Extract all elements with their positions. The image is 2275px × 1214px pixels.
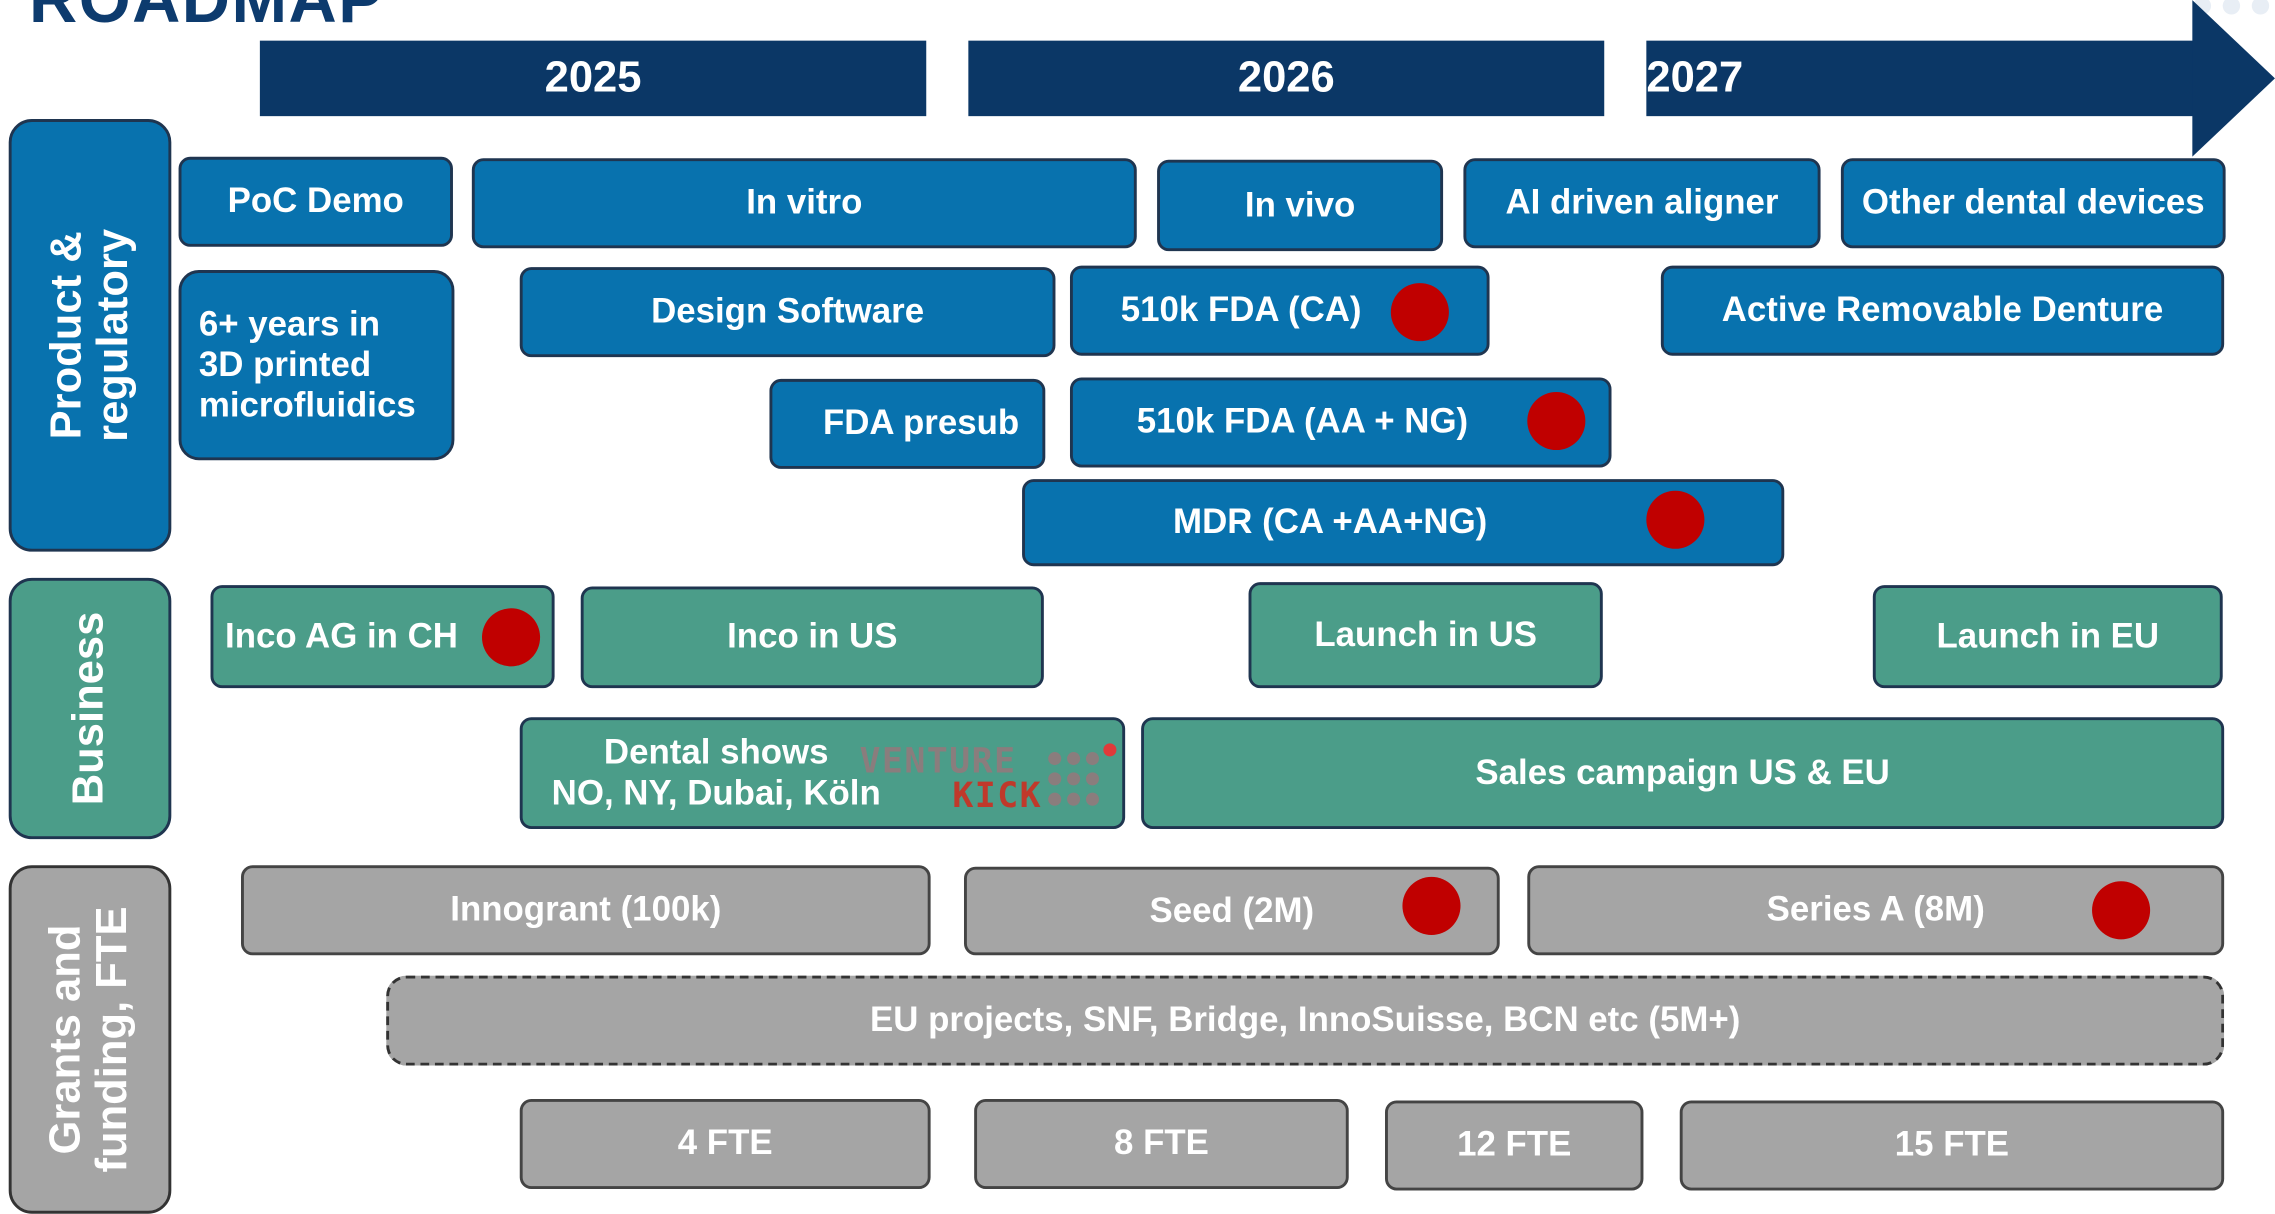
fda-510k-aa-ng-box: 510k FDA (AA + NG) [1069, 377, 1612, 468]
year-2025: 2025 [259, 40, 927, 117]
fda-presub-box: FDA presub [769, 378, 1046, 469]
timeline-arrow-icon [2192, 0, 2275, 157]
fte-2025-box: 4 FTE [519, 1099, 931, 1190]
inco-ch-box: Inco AG in CH [210, 585, 555, 689]
mdr-label: MDR (CA +AA+NG) [1173, 502, 1488, 542]
year-2027: 2027 [1646, 40, 2201, 117]
year-2026: 2026 [968, 40, 1605, 117]
seed-label: Seed (2M) [1149, 890, 1315, 930]
active-denture-box: Active Removable Denture [1660, 265, 2225, 356]
row-label-product-text: Product & regulatory [42, 228, 137, 442]
innogrant-box: Innogrant (100k) [240, 865, 931, 956]
series-a-label: Series A (8M) [1766, 889, 1985, 930]
inco-ch-label: Inco AG in CH [225, 616, 458, 656]
launch-eu-box: Launch in EU [1872, 585, 2223, 689]
milestone-dot-series-a [2092, 881, 2151, 940]
launch-us-box: Launch in US [1248, 582, 1603, 689]
page-title: ROADMAP [29, 0, 384, 38]
row-label-business-text: Business [65, 611, 114, 806]
design-software-box: Design Software [519, 267, 1056, 358]
series-a-box: Series A (8M) [1527, 865, 2225, 956]
fte-2027-box: 15 FTE [1679, 1100, 2225, 1191]
experience-box: 6+ years in 3D printed microfluidics [178, 270, 455, 461]
venture-kick-logo: VENTURE KICK [859, 738, 1120, 819]
fda-510k-ca-label: 510k FDA (CA) [1120, 290, 1362, 330]
eu-projects-box: EU projects, SNF, Bridge, InnoSuisse, BC… [386, 975, 2225, 1066]
other-devices-box: Other dental devices [1840, 158, 2226, 249]
sales-campaign-box: Sales campaign US & EU [1141, 717, 2225, 829]
in-vitro-box: In vitro [471, 158, 1137, 249]
row-label-grants-text: Grants and funding, FTE [42, 906, 137, 1173]
milestone-dot-510k-aa-ng [1527, 391, 1586, 451]
inco-us-box: Inco in US [580, 586, 1044, 689]
milestone-dot-mdr [1646, 490, 1705, 549]
row-label-business: Business [8, 577, 172, 840]
milestone-dot-510k-ca [1390, 283, 1449, 342]
fda-510k-aa-ng-label: 510k FDA (AA + NG) [1136, 402, 1469, 442]
fte-2026a-box: 8 FTE [974, 1099, 1349, 1190]
dental-shows-box: Dental shows NO, NY, Dubai, Köln [519, 717, 1126, 829]
milestone-dot-seed [1402, 876, 1461, 935]
in-vivo-box: In vivo [1157, 159, 1444, 252]
milestone-dot-inco-ch [481, 608, 541, 667]
ai-aligner-box: AI driven aligner [1463, 158, 1821, 249]
venture-kick-logo-line2: KICK [952, 775, 1043, 816]
poc-demo-box: PoC Demo [178, 156, 453, 247]
row-label-product: Product & regulatory [8, 119, 172, 552]
fte-2026b-box: 12 FTE [1385, 1100, 1644, 1191]
venture-kick-logo-line1: VENTURE [859, 740, 1017, 782]
dental-shows-label: Dental shows NO, NY, Dubai, Köln [551, 732, 881, 813]
row-label-grants: Grants and funding, FTE [8, 865, 172, 1214]
